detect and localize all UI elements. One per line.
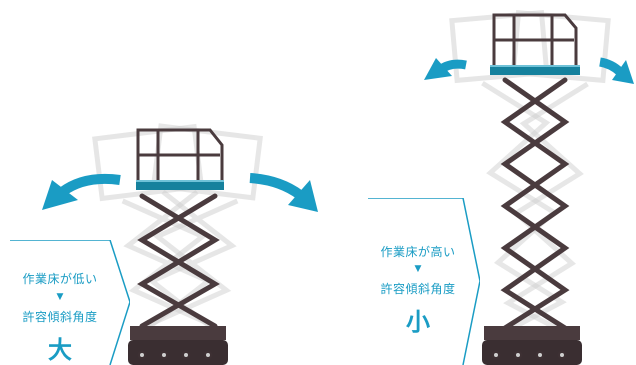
callout-line1: 作業床が低い [22,272,98,286]
tilt-arrow-left-icon [59,173,121,197]
callout-value: 小 [406,308,430,336]
crawler-base [128,326,228,365]
scissor-arms [137,193,220,329]
tilt-arrowhead-right-icon [612,60,634,84]
high-platform-lift [424,10,634,365]
callout-line2: 許容傾斜角度 [22,310,98,324]
callout-line2: 許容傾斜角度 [380,282,456,296]
platform-deck [136,180,224,190]
tilt-arrowhead-right-icon [288,180,318,212]
railing [136,128,224,180]
down-arrow-icon: ▼ [414,264,422,274]
callout-value: 大 [48,336,72,364]
crawler-base [482,326,582,365]
down-arrow-icon: ▼ [56,292,64,302]
railing [492,13,578,65]
tilt-arrow-right-icon [249,173,303,200]
low-platform-lift [42,123,318,365]
low-platform-callout: 作業床が低い ▼ 許容傾斜角度 大 [10,240,130,365]
tilt-arrowhead-left-icon [42,180,78,210]
callout-border [10,240,130,365]
platform-deck [490,65,580,75]
callout-border [368,198,480,365]
high-platform-callout: 作業床が高い ▼ 許容傾斜角度 小 [368,198,480,365]
callout-line1: 作業床が高い [380,245,456,259]
tilt-arrowhead-left-icon [424,58,452,80]
scissor-arms [500,77,570,331]
